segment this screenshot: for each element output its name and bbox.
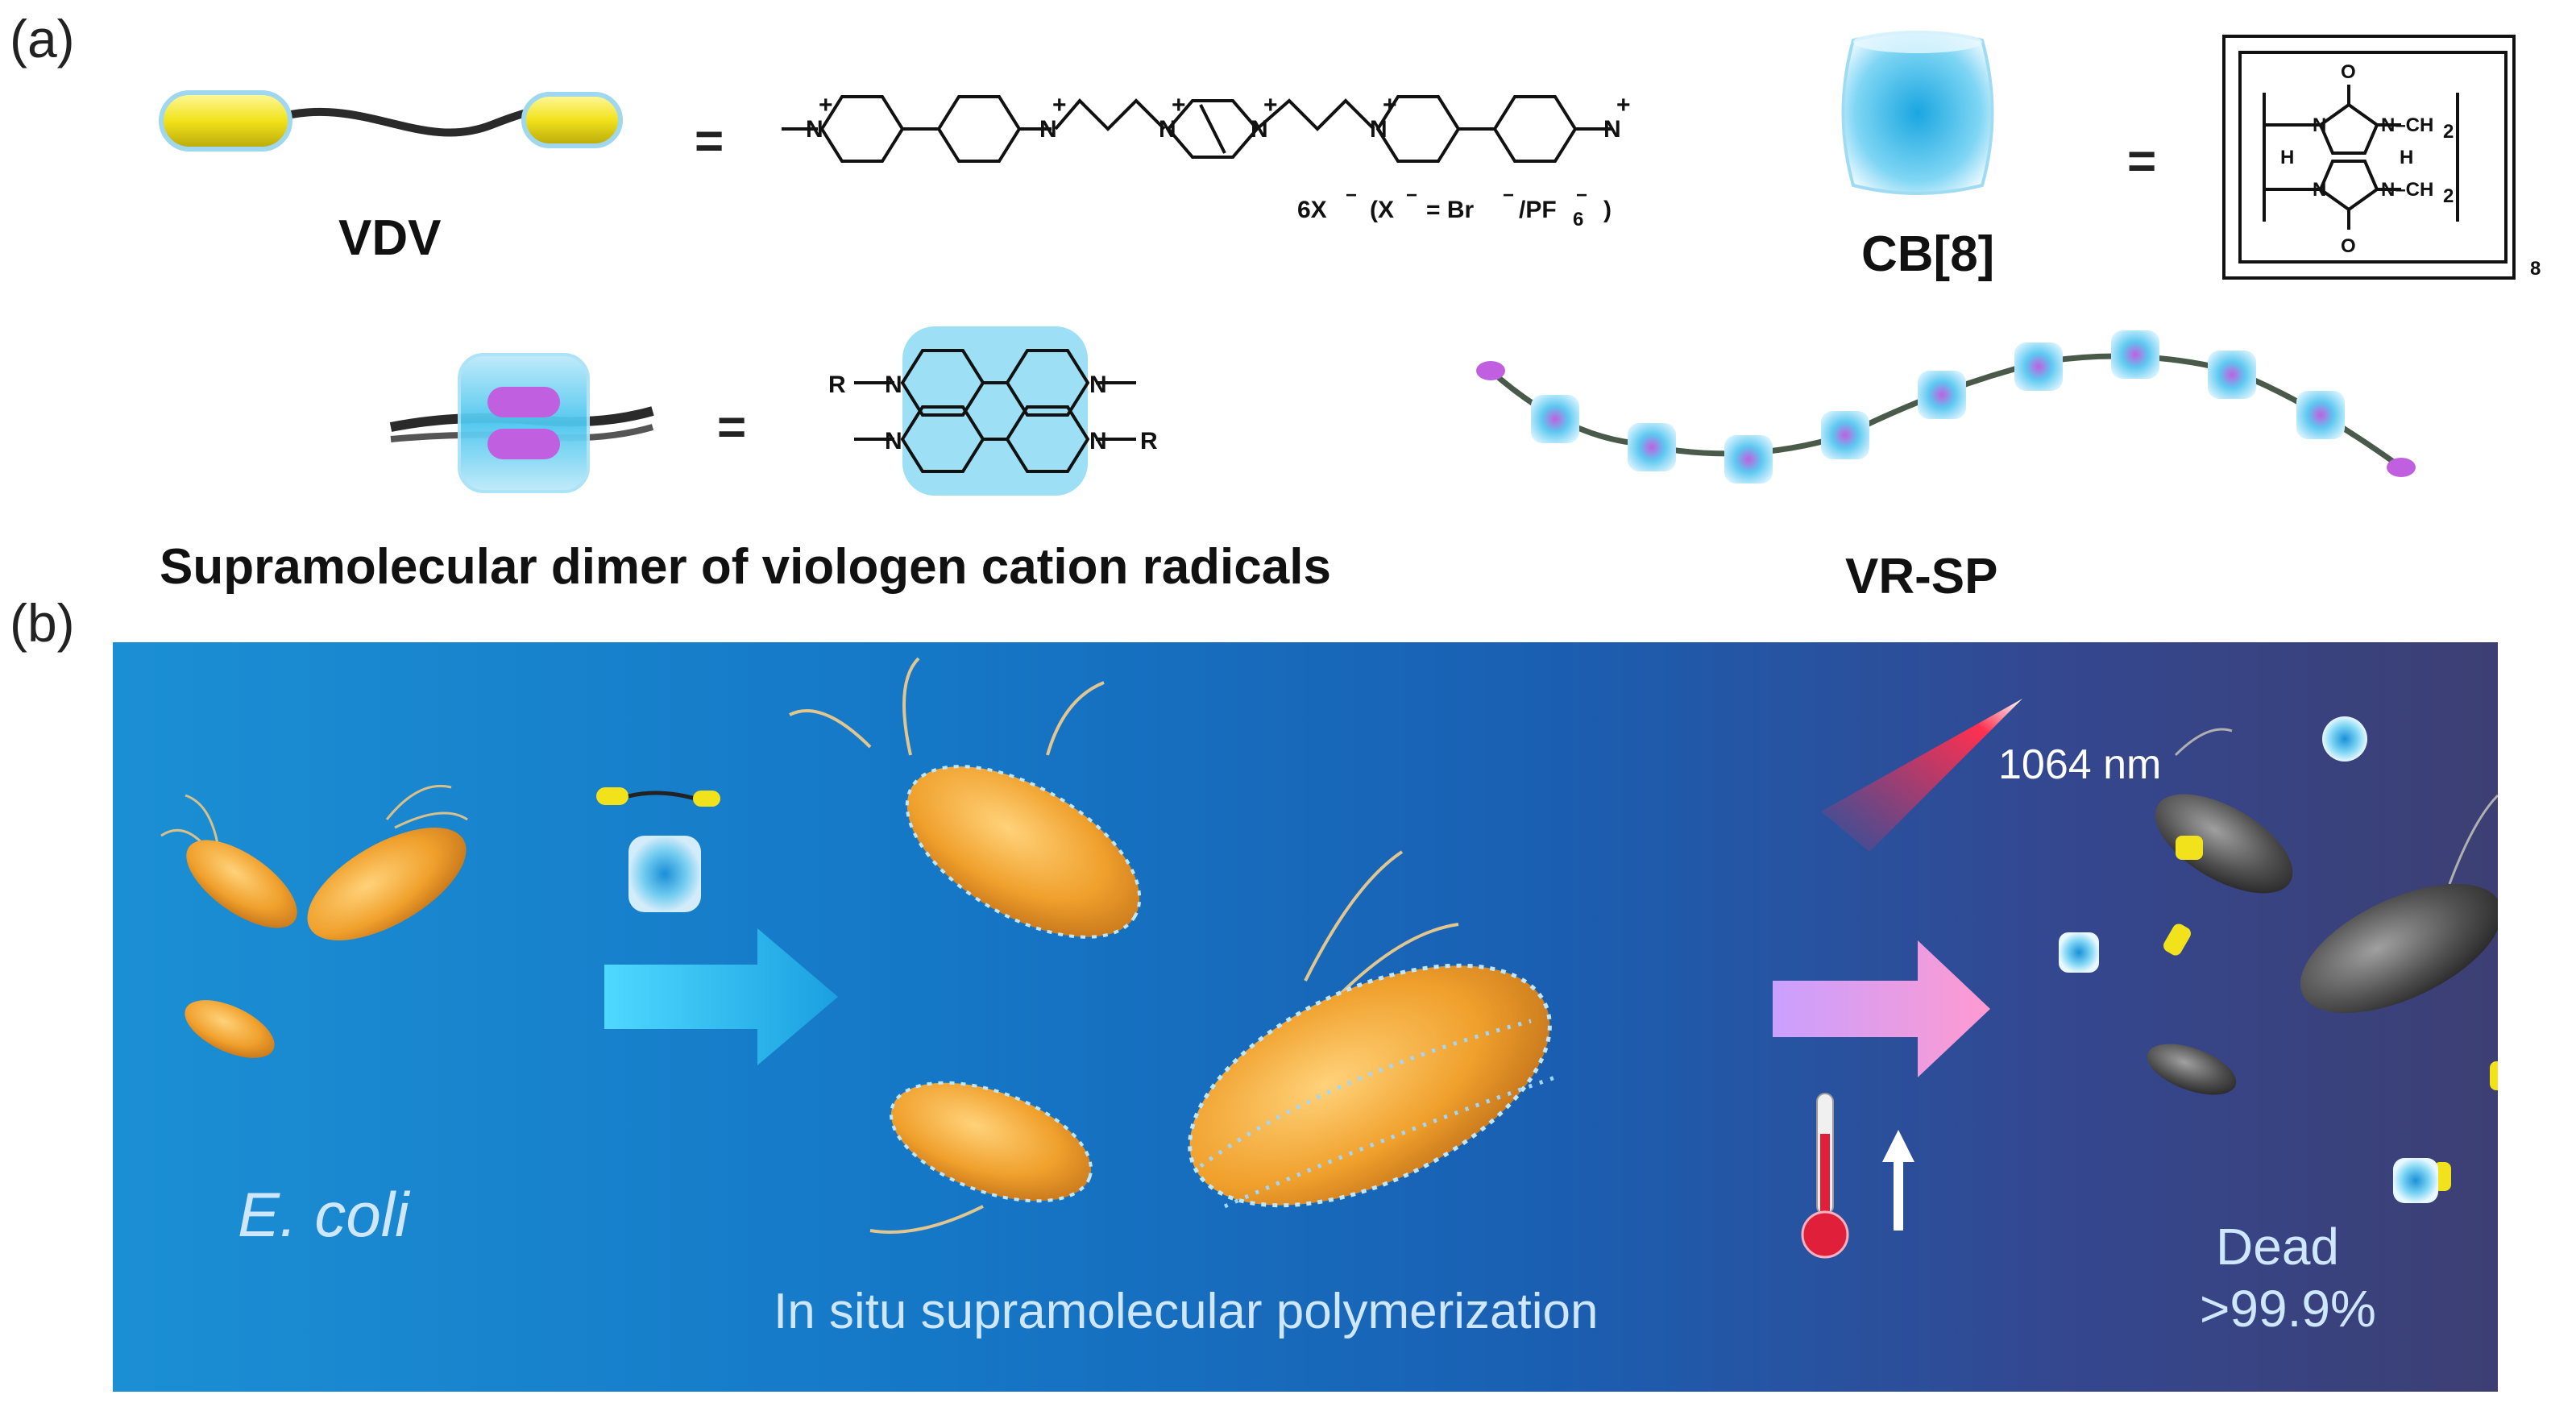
dimer-cartoon xyxy=(389,353,654,493)
panel-a-label: (a) xyxy=(10,9,75,68)
cb8-repeat: 8 xyxy=(2530,258,2541,280)
svg-text:N–CH: N–CH xyxy=(2381,114,2433,136)
svg-text:+: + xyxy=(1172,92,1186,118)
vdv-structure: N N N N N N + + + + + + 6X − (X − = Br − /P… xyxy=(782,92,1631,230)
svg-text:N: N xyxy=(1089,428,1107,454)
cb8-equals: = xyxy=(2127,134,2157,189)
reagent-icons xyxy=(596,787,720,912)
svg-text:−: − xyxy=(1406,185,1417,206)
svg-text:−: − xyxy=(1346,185,1357,206)
n-atom: N xyxy=(1159,116,1176,143)
svg-text:O: O xyxy=(2341,61,2356,83)
panel-b-illustration xyxy=(160,657,2498,1259)
dimer-structure: R N N N N R xyxy=(828,326,1158,496)
svg-text:(X: (X xyxy=(1370,197,1394,223)
svg-text:/PF: /PF xyxy=(1519,197,1557,223)
vdv-equals: = xyxy=(695,114,724,169)
cb8-structure: O O N N N–CH 2 N–CH 2 H H 8 xyxy=(2222,35,2541,280)
cb8-cartoon xyxy=(1841,31,1994,195)
laser-label: 1064 nm xyxy=(1998,741,2162,788)
dead-label: Dead xyxy=(2216,1218,2339,1276)
bacteria-label: E. coli xyxy=(238,1179,409,1250)
dimer-equals: = xyxy=(717,400,747,455)
live-bacteria-group xyxy=(160,784,468,1058)
n-atom: N xyxy=(1251,116,1268,143)
laser-beam-icon xyxy=(1821,699,2022,852)
svg-text:+: + xyxy=(1263,92,1278,118)
thermometer-icon xyxy=(1801,1093,1849,1259)
vr-sp-label: VR-SP xyxy=(1845,549,1998,604)
up-arrow-icon xyxy=(1882,1130,1914,1231)
panel-b-label: (b) xyxy=(10,593,75,653)
svg-text:N–CH: N–CH xyxy=(2381,179,2433,201)
process-arrow-icon xyxy=(1773,940,1990,1077)
svg-text:R: R xyxy=(1140,428,1158,454)
panel-b-background: E. coli In situ supramolecular polymeriz… xyxy=(113,642,2498,1392)
svg-text:= Br: = Br xyxy=(1426,197,1475,223)
vdv-label: VDV xyxy=(338,210,442,266)
dimer-label: Supramolecular dimer of viologen cation … xyxy=(160,539,1331,595)
svg-text:N: N xyxy=(885,371,902,398)
svg-text:2: 2 xyxy=(2443,185,2454,207)
n-atom: N xyxy=(806,116,823,143)
svg-text:+: + xyxy=(1052,92,1067,118)
svg-text:+: + xyxy=(1383,92,1397,118)
svg-text:N: N xyxy=(2313,179,2326,201)
svg-text:): ) xyxy=(1603,197,1612,223)
process-label: In situ supramolecular polymerization xyxy=(774,1284,1599,1339)
svg-text:−: − xyxy=(1503,185,1514,206)
n-atom: N xyxy=(1370,116,1388,143)
kill-rate-label: >99.9% xyxy=(2200,1280,2376,1338)
svg-text:N: N xyxy=(885,428,902,454)
svg-text:N: N xyxy=(2313,114,2326,136)
n-atom: N xyxy=(1039,116,1057,143)
svg-text:R: R xyxy=(828,371,846,398)
cb8-label: CB[8] xyxy=(1861,226,1995,282)
counterion: 6X xyxy=(1297,197,1327,223)
dead-bacteria-group xyxy=(2059,716,2498,1203)
svg-text:H: H xyxy=(2400,147,2413,168)
svg-text:+: + xyxy=(819,92,833,118)
svg-text:+: + xyxy=(1616,92,1631,118)
vdv-cartoon xyxy=(159,90,623,151)
svg-text:−: − xyxy=(1576,185,1587,206)
svg-text:O: O xyxy=(2341,235,2356,257)
process-arrow-icon xyxy=(604,928,838,1065)
vr-sp-polymer xyxy=(1476,330,2416,484)
svg-text:6: 6 xyxy=(1573,209,1583,230)
svg-text:N: N xyxy=(1089,371,1107,398)
n-atom: N xyxy=(1603,116,1621,143)
svg-text:H: H xyxy=(2280,147,2294,168)
svg-text:2: 2 xyxy=(2443,121,2454,143)
coated-bacteria-group xyxy=(789,657,1556,1234)
